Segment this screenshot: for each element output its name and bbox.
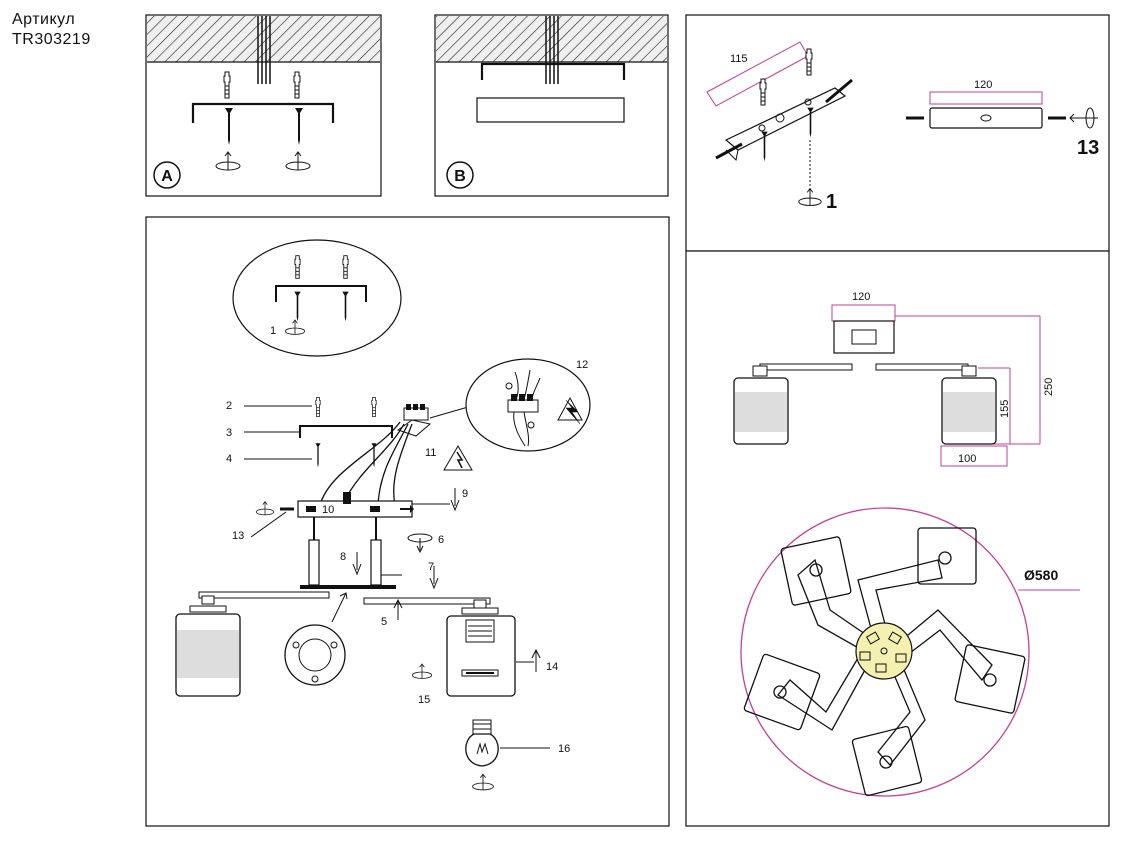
step-6-label: 6 <box>438 534 444 546</box>
detail-bubble <box>232 239 402 357</box>
badge-a-label: A <box>161 168 173 185</box>
dimension-panel: 120 250 155 100 Ø580 <box>685 250 1110 827</box>
bracket <box>275 285 367 302</box>
step-12-label: 12 <box>576 359 588 371</box>
mounting-plate <box>476 97 625 123</box>
warning-icon <box>443 445 473 471</box>
hub-bolts <box>859 631 907 673</box>
step-10-label: 10 <box>322 504 334 516</box>
diameter-circle <box>740 507 1030 797</box>
leader-lines <box>244 405 402 576</box>
diameter-label: Ø580 <box>1024 567 1058 583</box>
ceiling-hatch <box>436 16 667 62</box>
article-code: TR303219 <box>12 31 91 48</box>
step-7-label: 7 <box>428 561 434 573</box>
dim-height-total: 250 <box>1043 378 1055 396</box>
badge-b-label: B <box>454 168 466 185</box>
lamp-top-view <box>743 527 1026 797</box>
dim-bracket: 115 <box>730 53 748 65</box>
article-title: Артикул <box>12 11 76 28</box>
dowel-icon <box>342 255 349 279</box>
plate <box>929 107 1043 129</box>
center-hub <box>855 622 913 680</box>
step-2-label: 2 <box>226 400 232 412</box>
dowel-icon <box>805 48 813 76</box>
step-16-label: 16 <box>558 743 570 755</box>
mounting-ring <box>284 624 346 686</box>
bracket-perspective <box>715 78 853 162</box>
mount-panel: 115 1 120 13 <box>685 14 1110 252</box>
shade-left <box>175 595 241 697</box>
step-3-label: 3 <box>226 427 232 439</box>
step-15-label: 15 <box>418 694 430 706</box>
terminal-block <box>396 404 432 437</box>
ceiling-hatch <box>147 16 380 62</box>
rod <box>370 539 382 586</box>
assembly-panel: 1 2 3 4 <box>145 216 670 827</box>
wires <box>545 16 559 84</box>
wires <box>257 16 271 84</box>
step-11-label: 11 <box>425 447 436 459</box>
step-13-label: 13 <box>232 530 244 542</box>
dowel-icon <box>293 71 301 99</box>
dowel-icon <box>294 255 301 279</box>
warning-icon <box>557 396 583 421</box>
step-9-label: 9 <box>462 488 468 500</box>
dowel-icon <box>223 71 231 99</box>
panel-a: A <box>145 14 382 197</box>
arm-left <box>198 591 330 599</box>
bracket <box>191 102 335 123</box>
step-14-label: 14 <box>546 661 558 673</box>
dowel-icon <box>315 397 321 417</box>
hazard-icon <box>456 451 464 469</box>
lamp-side-view <box>733 320 997 445</box>
badge-a <box>153 161 181 189</box>
wires <box>319 421 413 506</box>
shade-right <box>446 599 516 697</box>
crossbar <box>300 585 396 589</box>
article-label: Артикул TR303219 <box>12 10 91 50</box>
dowel-icon <box>371 397 377 417</box>
dim-top: 120 <box>852 291 870 303</box>
arm-right <box>363 597 491 605</box>
dim-plate: 120 <box>974 79 992 91</box>
step-5-label: 5 <box>381 616 387 628</box>
badge-b <box>446 161 474 189</box>
dim-height-shade: 155 <box>999 400 1011 418</box>
step-8-label: 8 <box>340 551 346 563</box>
panel-b: B <box>434 14 669 197</box>
terminal-detail <box>505 369 541 447</box>
mount-step-1: 1 <box>826 191 837 213</box>
step-4-label: 4 <box>226 453 232 465</box>
arrow-icon <box>400 505 414 513</box>
dowel-icon <box>759 78 767 106</box>
dim-shade-width: 100 <box>958 453 976 465</box>
step-1-label: 1 <box>270 325 276 337</box>
bracket <box>480 62 626 80</box>
rod <box>308 539 320 586</box>
mount-step-13: 13 <box>1077 137 1099 159</box>
bulb-icon <box>465 719 499 767</box>
